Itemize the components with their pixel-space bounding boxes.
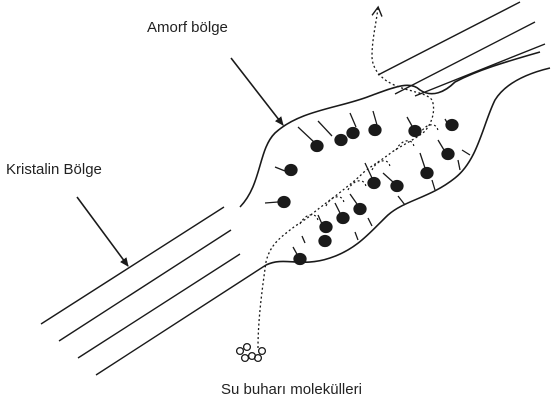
crystal-line-6 [395,22,535,94]
crystal-line-4 [96,265,266,375]
chain-end-bead [368,178,380,189]
water-vapor-label: Su buharı molekülleri [221,382,362,397]
amorphous-region-label: Amorf bölge [147,20,228,35]
amorphous-pointer-arrow [231,58,283,125]
crystalline-lines-lower [41,207,266,375]
chain-end-bead [446,120,458,131]
crystal-line-3 [78,254,240,358]
chain-end-bead [391,181,403,192]
chain-end-bead [335,135,347,146]
chain-end-bead [311,141,323,152]
crystalline-lines-upper [378,2,545,96]
chain-end-bead [337,213,349,224]
chain-end-bead [294,254,306,265]
crystal-line-1 [41,207,224,324]
chain-end-bead [320,222,332,233]
chain-end-bead [278,197,290,208]
crystalline-region-label: Kristalin Bölge [6,162,102,177]
chain-end-bead [319,236,331,247]
amorphous-boundary-lower [266,68,550,265]
chain-end-bead [421,168,433,179]
crystal-line-2 [59,230,231,341]
water-molecules-icon [237,344,266,362]
diffusion-loops [300,125,438,224]
crystal-line-7 [415,44,545,96]
chain-end-bead [442,149,454,160]
crystalline-pointer-arrow [77,197,128,266]
chain-end-bead [285,165,297,176]
diffusion-path [258,8,434,348]
chain-end-bead [347,128,359,139]
chain-end-bead [369,125,381,136]
amorphous-boundary-upper [240,52,540,207]
chain-end-bead [354,204,366,215]
